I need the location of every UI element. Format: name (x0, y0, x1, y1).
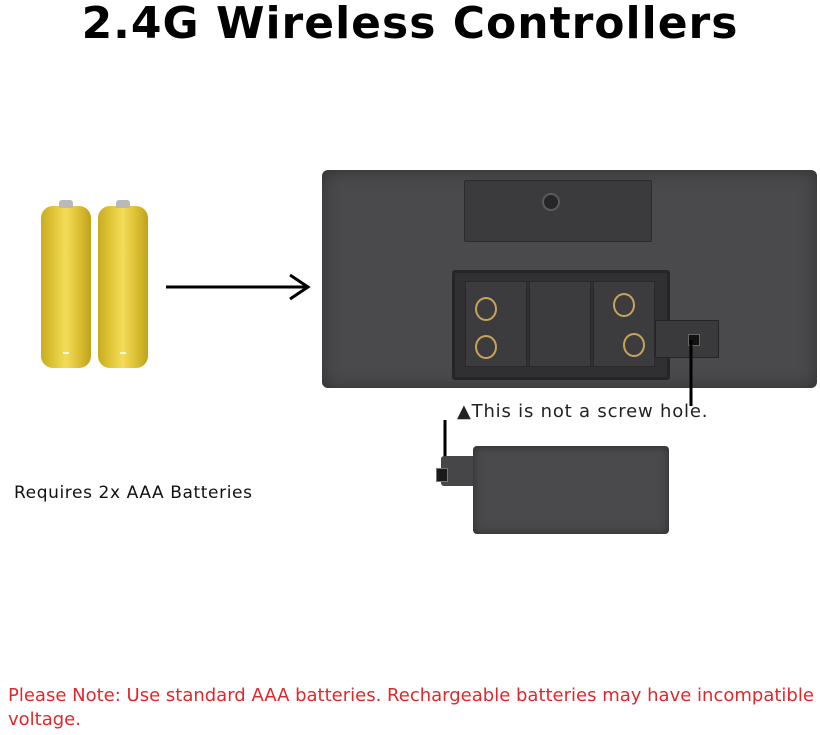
up-arrow-icon: ▲ (457, 401, 472, 422)
spring-contact-icon (475, 335, 497, 359)
aaa-battery-right (98, 200, 148, 368)
battery-terminal (116, 200, 130, 208)
pointer-line (689, 340, 693, 406)
spring-contact-icon (475, 297, 497, 321)
battery-terminal (59, 200, 73, 208)
battery-slot (529, 281, 591, 367)
spring-contact-icon (623, 333, 645, 357)
arrow-right-icon (166, 273, 311, 301)
page-title: 2.4G Wireless Controllers (81, 0, 739, 49)
battery-slot (465, 281, 527, 367)
battery-compartment (452, 270, 670, 380)
spring-contact-icon (613, 293, 635, 317)
top-panel (464, 180, 652, 242)
screw-icon (542, 193, 560, 211)
requires-batteries-label: Requires 2x AAA Batteries (14, 483, 253, 503)
battery-mark (63, 352, 69, 354)
note-label-group: ▲This is not a screw hole. (457, 401, 708, 422)
latch-slot (655, 320, 719, 358)
note-text: This is not a screw hole. (471, 401, 709, 422)
battery-cover (473, 446, 669, 534)
aaa-battery-left (41, 200, 91, 368)
battery-mark (120, 352, 126, 354)
cover-tab-hole-icon (436, 468, 448, 482)
warning-note: Please Note: Use standard AAA batteries.… (8, 685, 814, 730)
